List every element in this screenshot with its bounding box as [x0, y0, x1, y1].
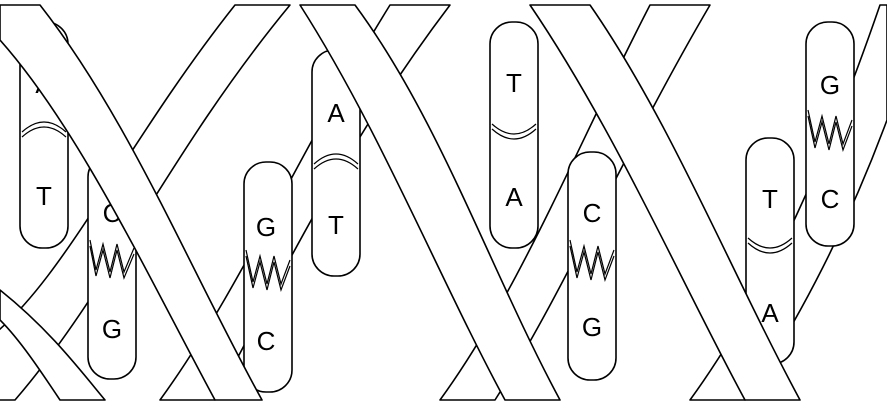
pair-box [490, 22, 538, 248]
base-letter: T [36, 181, 52, 211]
base-letter: A [761, 298, 779, 328]
base-letter: C [821, 184, 840, 214]
base-pair-8: G C [806, 22, 854, 246]
base-letter: G [582, 312, 602, 342]
base-pair-3: G C [244, 162, 292, 392]
base-letter: G [820, 70, 840, 100]
base-letter: C [257, 326, 276, 356]
base-letter: C [583, 198, 602, 228]
base-pair-6: C G [568, 152, 616, 380]
base-letter: T [762, 184, 778, 214]
base-letter: T [506, 68, 522, 98]
base-letter: G [102, 314, 122, 344]
base-letter: A [505, 182, 523, 212]
base-letter: T [328, 210, 344, 240]
base-letter: A [327, 98, 345, 128]
base-pair-5: T A [490, 22, 538, 248]
base-letter: G [256, 212, 276, 242]
